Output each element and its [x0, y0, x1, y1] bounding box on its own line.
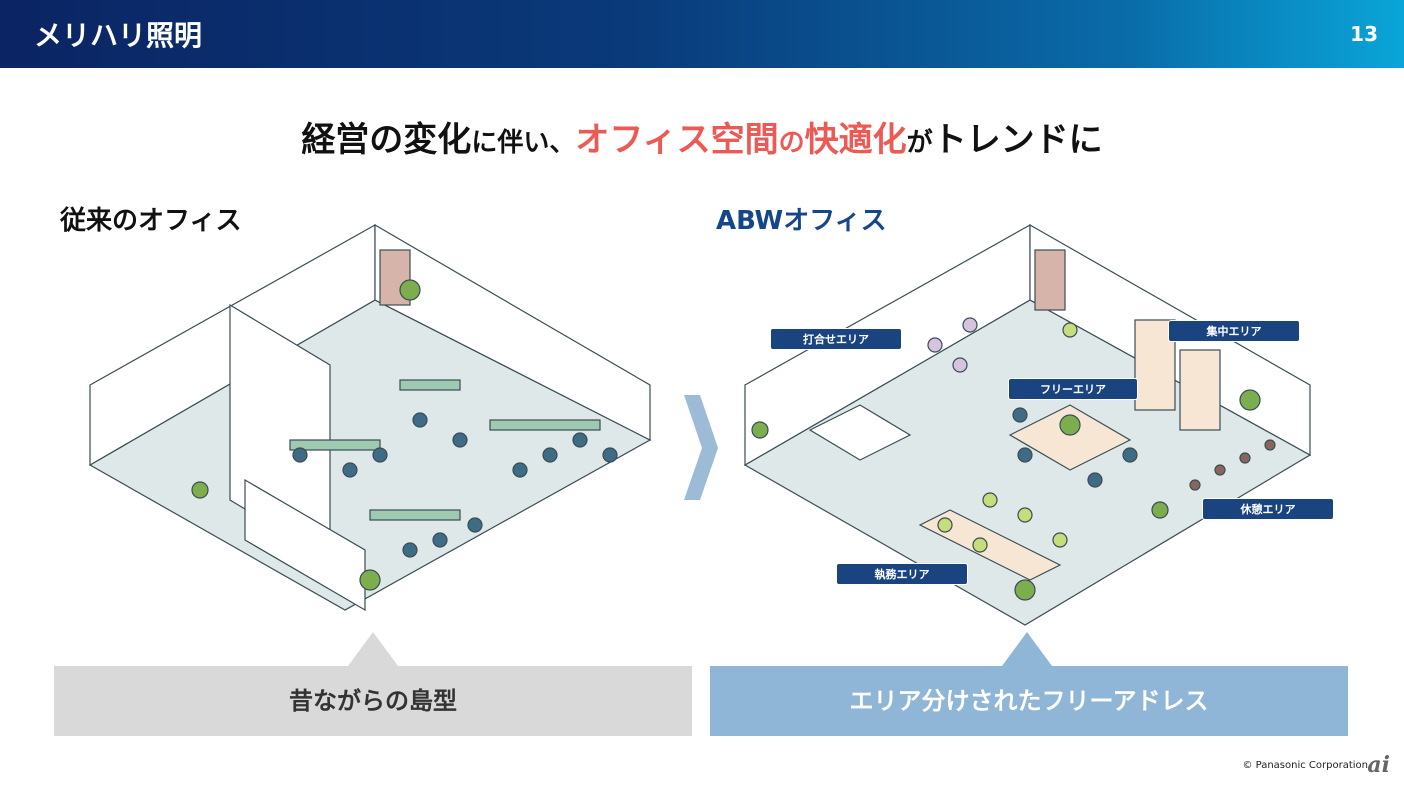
- slide-header: メリハリ照明 13: [0, 0, 1404, 68]
- copyright: © Panasonic Corporation: [1242, 760, 1368, 771]
- headline-text: トレンドに: [932, 120, 1103, 160]
- caption-pointer: [1002, 632, 1052, 666]
- headline-highlight: の: [778, 128, 805, 158]
- abw-office-label: ABWオフィス: [716, 206, 887, 236]
- abw-office-illustration: [743, 223, 1312, 626]
- abw-caption: エリア分けされたフリーアドレス: [710, 666, 1348, 736]
- traditional-office-illustration: [88, 223, 652, 612]
- work-area-tag: 執務エリア: [836, 563, 968, 585]
- headline-highlight: オフィス空間: [575, 120, 779, 160]
- headline: 経営の変化に伴い、オフィス空間の快適化がトレンドに: [0, 112, 1404, 161]
- rest-area-tag: 休憩エリア: [1202, 498, 1334, 520]
- headline-highlight: 快適化: [804, 120, 907, 160]
- caption-pointer: [348, 632, 398, 666]
- traditional-office-label: 従来のオフィス: [60, 206, 242, 236]
- free-area-tag: フリーエリア: [1008, 378, 1138, 400]
- headline-text: 経営の変化: [301, 120, 472, 160]
- focus-area-tag: 集中エリア: [1168, 320, 1300, 342]
- meeting-area-tag: 打合せエリア: [770, 328, 902, 350]
- slide-title: メリハリ照明: [34, 19, 203, 52]
- chevron-right-icon: [684, 395, 718, 500]
- ai-logo: ai: [1367, 752, 1390, 778]
- headline-text: が: [906, 128, 933, 158]
- headline-text: に伴い、: [471, 128, 576, 158]
- traditional-caption: 昔ながらの島型: [54, 666, 692, 736]
- page-number: 13: [1350, 22, 1378, 46]
